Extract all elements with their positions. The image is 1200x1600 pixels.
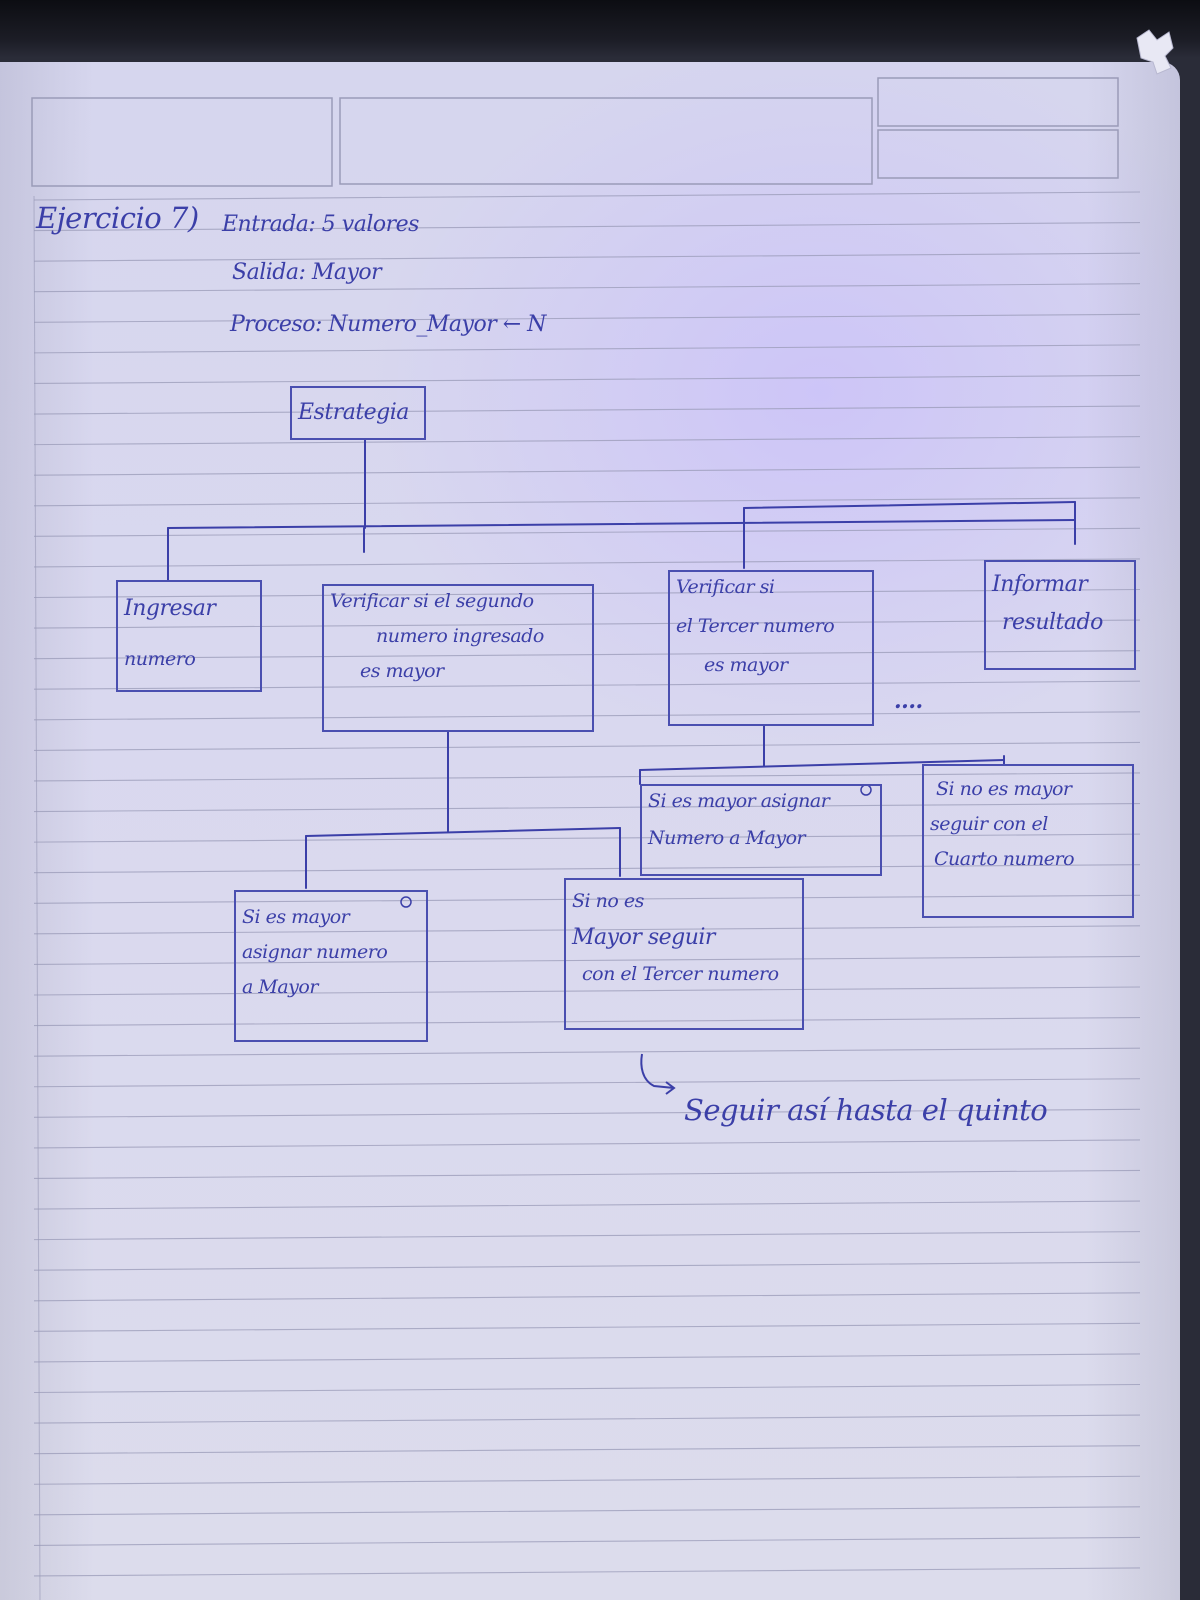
si-mayor-2-line-2: Numero a Mayor (648, 827, 806, 849)
rule-line (33, 1414, 1141, 1424)
entrada-line: Entrada: 5 valores (222, 212, 419, 237)
rule-line (33, 283, 1141, 293)
header-cell-3 (877, 77, 1119, 127)
rule-line (33, 1017, 1141, 1027)
root-box: Estrategia (290, 386, 426, 440)
no-mayor-2-line-2: seguir con el (930, 813, 1048, 835)
rule-line (33, 191, 1141, 201)
informar-line-1: Informar (992, 572, 1088, 597)
rule-line (33, 1475, 1141, 1485)
connector-level2-bar (305, 827, 621, 837)
rule-line (33, 1078, 1141, 1088)
header-cell-2 (339, 97, 873, 185)
rule-line (33, 1536, 1141, 1546)
return-arrow-icon (640, 1053, 676, 1095)
rule-line (33, 1169, 1141, 1180)
rule-line (33, 986, 1141, 996)
rule-line (33, 955, 1141, 965)
rule-line (33, 619, 1141, 629)
rule-line (33, 436, 1141, 446)
no-mayor-1-box: Si no es Mayor seguir con el Tercer nume… (564, 878, 804, 1030)
connector-level2b-bar (639, 759, 1005, 771)
rule-line (33, 344, 1141, 354)
no-mayor-2-line-1: Si no es mayor (936, 778, 1072, 800)
no-mayor-1-line-1: Si no es (572, 890, 644, 912)
no-mayor-2-line-3: Cuarto numero (934, 848, 1075, 870)
header-cell-1 (31, 97, 333, 187)
verificar-tercero-line-2: el Tercer numero (676, 615, 835, 637)
rule-line (33, 527, 1141, 537)
rule-line (33, 497, 1141, 507)
exercise-title: Ejercicio 7) (36, 201, 199, 235)
rule-line (33, 1383, 1141, 1394)
no-mayor-1-line-3: con el Tercer numero (582, 963, 779, 985)
rule-line (33, 1322, 1141, 1332)
rule-line (33, 894, 1141, 904)
rule-line (33, 558, 1141, 568)
rule-line (33, 1231, 1141, 1241)
rule-line (33, 1139, 1141, 1149)
rule-line (33, 833, 1141, 843)
rule-line (33, 1506, 1141, 1516)
verificar-segundo-line-2: numero ingresado (376, 625, 544, 647)
rule-line (33, 1261, 1141, 1271)
verificar-segundo-line-3: es mayor (360, 660, 444, 682)
informar-box: Informar resultado (984, 560, 1136, 670)
circle-mark-1 (400, 896, 412, 908)
connector-main-bar (167, 519, 1076, 529)
connector-upper-bar (743, 501, 1076, 509)
si-mayor-2-box: Si es mayor asignar Numero a Mayor (640, 784, 882, 876)
rule-line (33, 864, 1141, 874)
rule-line (33, 680, 1141, 690)
proceso-line: Proceso: Numero_Mayor ← N (230, 312, 546, 337)
informar-line-2: resultado (1002, 610, 1103, 635)
rule-line (33, 588, 1141, 599)
si-mayor-2-line-1: Si es mayor asignar (648, 790, 830, 812)
ingresar-line-1: Ingresar (124, 596, 216, 621)
rule-line (33, 222, 1141, 232)
rule-line (33, 772, 1141, 782)
root-label: Estrategia (298, 400, 409, 425)
si-mayor-1-box: Si es mayor asignar numero a Mayor (234, 890, 428, 1042)
no-mayor-1-line-2: Mayor seguir (572, 925, 715, 950)
footer-note: Seguir así hasta el quinto (684, 1093, 1048, 1127)
verificar-tercero-line-1: Verificar si (676, 576, 775, 598)
rule-line (33, 1108, 1141, 1118)
rule-line (33, 1445, 1141, 1455)
no-mayor-2-box: Si no es mayor seguir con el Cuarto nume… (922, 764, 1134, 918)
rule-line (33, 466, 1141, 476)
rule-line (33, 802, 1141, 813)
rule-line (33, 313, 1141, 323)
ellipsis-mark: .... (894, 688, 923, 714)
rule-line (33, 1200, 1141, 1210)
rule-line (33, 1047, 1141, 1057)
si-mayor-1-line-1: Si es mayor (242, 906, 350, 928)
rule-line (33, 252, 1141, 262)
rule-line (33, 405, 1141, 415)
si-mayor-1-line-3: a Mayor (242, 976, 318, 998)
verificar-segundo-box: Verificar si el segundo numero ingresado… (322, 584, 594, 732)
si-mayor-1-line-2: asignar numero (242, 941, 388, 963)
verificar-tercero-box: Verificar si el Tercer numero es mayor (668, 570, 874, 726)
ingresar-line-2: numero (124, 648, 196, 670)
torn-corner (1136, 29, 1174, 75)
verificar-tercero-line-3: es mayor (704, 654, 788, 676)
rule-line (33, 1567, 1141, 1577)
rule-line (33, 741, 1141, 751)
header-cell-4 (877, 129, 1119, 179)
rule-line (33, 650, 1141, 660)
margin-line (33, 195, 41, 1600)
rule-line (33, 374, 1141, 385)
verificar-segundo-line-1: Verificar si el segundo (330, 590, 534, 612)
rule-line (33, 925, 1141, 935)
salida-line: Salida: Mayor (232, 260, 382, 285)
rule-line (33, 711, 1141, 721)
rule-line (33, 1292, 1141, 1302)
ingresar-box: Ingresar numero (116, 580, 262, 692)
rule-line (33, 1353, 1141, 1363)
